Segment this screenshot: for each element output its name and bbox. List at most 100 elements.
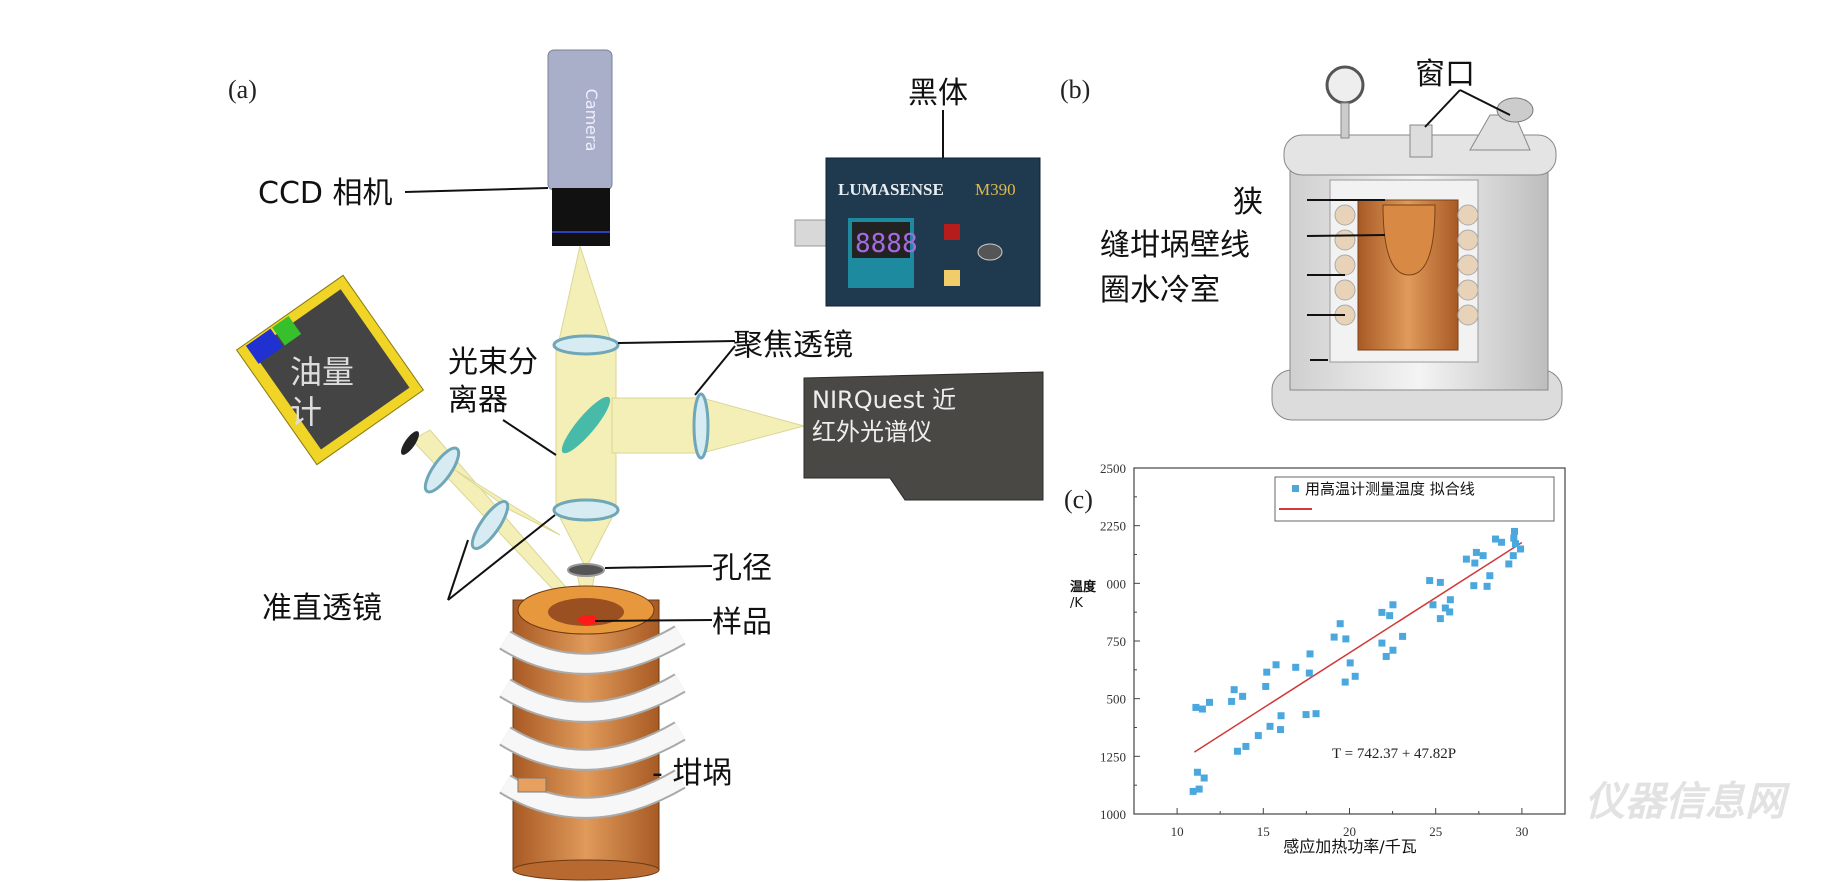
data-point [1386,612,1394,620]
focusing-lens-vertical [552,334,620,356]
y-tick-label: 2250 [1100,519,1126,534]
data-point [1312,710,1320,718]
data-point [1479,552,1487,560]
y-axis-label-1: 温度 [1070,579,1097,595]
panel-c-label: (c) [1064,485,1093,514]
data-point [1272,661,1280,669]
data-point [1436,578,1444,586]
leader-focusing-lens-2 [694,345,736,396]
window-port-1 [1409,124,1433,158]
leader-beam-splitter [502,419,557,456]
camera-lens [552,188,610,246]
legend-box [1274,476,1555,522]
y-tick-label: 1250 [1100,749,1126,764]
data-point [1351,672,1359,680]
data-point [1486,572,1494,580]
display-screen [852,222,910,258]
narrow-slit-cup [1382,204,1436,276]
data-point [1426,577,1434,585]
y-tick-label: 2500 [1100,461,1126,476]
beam-camera-cone [557,244,613,346]
data-point [1446,596,1454,604]
x-tick-label: 10 [1171,824,1184,839]
data-point [1262,682,1270,690]
leader-collimating-2 [447,514,556,601]
label-beam-splitter-1: 光束分 [448,345,538,380]
data-point [1462,555,1470,563]
leader-ccd [404,187,549,193]
crucible-assembly [499,585,686,881]
leader-window-2 [1459,89,1511,116]
spectrometer-box [803,371,1044,501]
data-point [1399,632,1407,640]
focusing-lens-horizontal [692,392,710,460]
coil-outlet [517,777,547,793]
model-text: M390 [975,180,1016,199]
label-b-2: 缝坩埚壁线 [1100,228,1250,263]
label-blackbody: 黑体 [908,76,968,111]
coil-highlight [500,627,685,817]
data-point [1471,559,1479,567]
beam-horizontal [611,397,703,454]
data-point [1277,712,1285,720]
data-point [1200,774,1208,782]
blackbody-device: LUMASENSE M390 8888 [794,157,1041,307]
crucible-body [512,599,660,871]
data-point [1498,538,1506,546]
ccd-camera: Camera [547,49,613,246]
data-point [1302,711,1310,719]
label-window: 窗口 [1415,57,1475,92]
data-point [1206,698,1214,706]
data-point [1346,659,1354,667]
data-point [1242,742,1250,750]
label-beam-splitter-2: 离器 [448,383,508,418]
leader-sample [594,619,713,622]
camera-body [547,49,613,191]
collimating-lens-2 [470,499,510,551]
label-ccd-camera: CCD 相机 [258,176,393,211]
label-crucible: - 坩埚 [652,756,732,791]
data-point [1382,652,1390,660]
beam-splitter-mirror [561,396,611,454]
panel-b-label: (b) [1060,75,1090,104]
leader-collimating-1 [447,539,469,601]
data-point [1472,548,1480,556]
data-point [1305,669,1313,677]
data-points [1189,527,1525,795]
x-tick-label: 25 [1429,824,1442,839]
fit-line [1193,541,1523,753]
data-point [1510,527,1518,535]
vacuum-chamber [1271,65,1563,421]
spectrometer-label-1: NIRQuest 近 [812,386,956,414]
data-point [1483,582,1491,590]
data-point [1517,545,1525,553]
data-point [1230,686,1238,694]
data-point [1189,787,1197,795]
y-tick-label: 500 [1107,692,1127,707]
data-point [1470,582,1478,590]
data-point [1378,639,1386,647]
data-point [1492,535,1500,543]
data-point [1266,722,1274,730]
data-point [1441,604,1449,612]
data-point [1436,615,1444,623]
data-point [1446,608,1454,616]
data-point [1239,692,1247,700]
data-point [1342,635,1350,643]
pyrometer-label-2: 计 [290,393,322,431]
panel-a: (a) Camera CCD [228,49,1044,881]
pyrometer-aperture [400,431,420,455]
blackbody-port [794,219,828,247]
data-point [1306,650,1314,658]
pyrometer-green-panel [272,316,302,346]
camera-logo: Camera [582,89,601,152]
panel-a-label: (a) [228,75,257,104]
label-collimating-lens: 准直透镜 [262,591,382,626]
data-point [1330,633,1338,641]
x-tick-label: 20 [1343,824,1356,839]
data-point [1389,601,1397,609]
